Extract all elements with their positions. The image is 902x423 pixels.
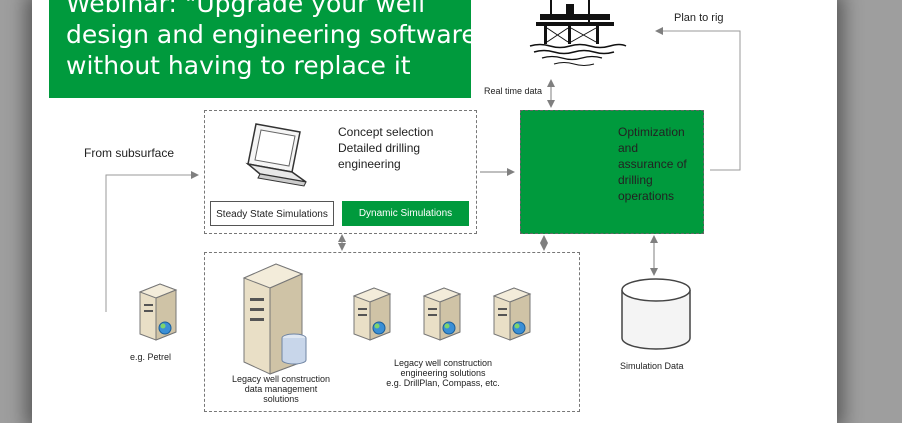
- optimization-line-5: operations: [618, 189, 675, 203]
- optimization-line-3: assurance of: [618, 157, 687, 171]
- legacy-engineering-label: Legacy well construction engineering sol…: [368, 358, 518, 388]
- legacy-data-line-2: data management: [244, 384, 318, 394]
- concept-selection-box: Concept selection Detailed drilling engi…: [204, 110, 477, 234]
- server-icon-engineering-3: [492, 287, 532, 341]
- real-time-data-label: Real time data: [484, 86, 543, 96]
- database-icon: [621, 278, 691, 350]
- simulation-data-label: Simulation Data: [620, 361, 684, 371]
- server-icon-petrel: [138, 283, 178, 341]
- concept-line-2: Detailed drilling: [338, 141, 421, 155]
- oil-rig-icon: [529, 0, 627, 66]
- server-icon-engineering-1: [352, 287, 392, 341]
- optimization-box: Optimization and assurance of drilling o…: [520, 110, 704, 234]
- legacy-solutions-box: [204, 252, 580, 412]
- dynamic-simulations-badge: Dynamic Simulations: [342, 201, 469, 226]
- from-subsurface-label: From subsurface: [84, 146, 175, 160]
- slide: Webinar: "Upgrade your well design and e…: [32, 0, 837, 423]
- banner-line-2: design and engineering software: [66, 20, 477, 49]
- legacy-data-line-3: solutions: [263, 394, 299, 404]
- legacy-eng-line-1: Legacy well construction: [393, 358, 493, 368]
- optimization-line-4: drilling: [618, 173, 653, 187]
- server-icon-engineering-2: [422, 287, 462, 341]
- legacy-eng-line-3: e.g. DrillPlan, Compass, etc.: [386, 378, 500, 388]
- petrel-label: e.g. Petrel: [130, 352, 172, 362]
- plan-to-rig-label: Plan to rig: [674, 12, 724, 24]
- legacy-eng-line-2: engineering solutions: [400, 368, 486, 378]
- optimization-line-2: and: [618, 141, 639, 155]
- concept-line-1: Concept selection: [338, 125, 434, 139]
- legacy-data-line-1: Legacy well construction: [231, 374, 331, 384]
- legacy-data-label: Legacy well construction data management…: [216, 374, 346, 404]
- from-subsurface-connector: [105, 171, 199, 312]
- banner-line-1: Webinar: "Upgrade your well: [66, 0, 426, 18]
- optimization-line-1: Optimization: [618, 125, 685, 139]
- plan-to-rig-connector: [655, 27, 741, 171]
- laptop-icon: [245, 123, 307, 187]
- banner-line-3: without having to replace it: [66, 51, 411, 80]
- concept-line-3: engineering: [338, 157, 401, 171]
- steady-state-simulations-badge: Steady State Simulations: [210, 201, 334, 226]
- title-banner: Webinar: "Upgrade your well design and e…: [49, 0, 477, 98]
- server-icon-legacy-data: [242, 263, 307, 375]
